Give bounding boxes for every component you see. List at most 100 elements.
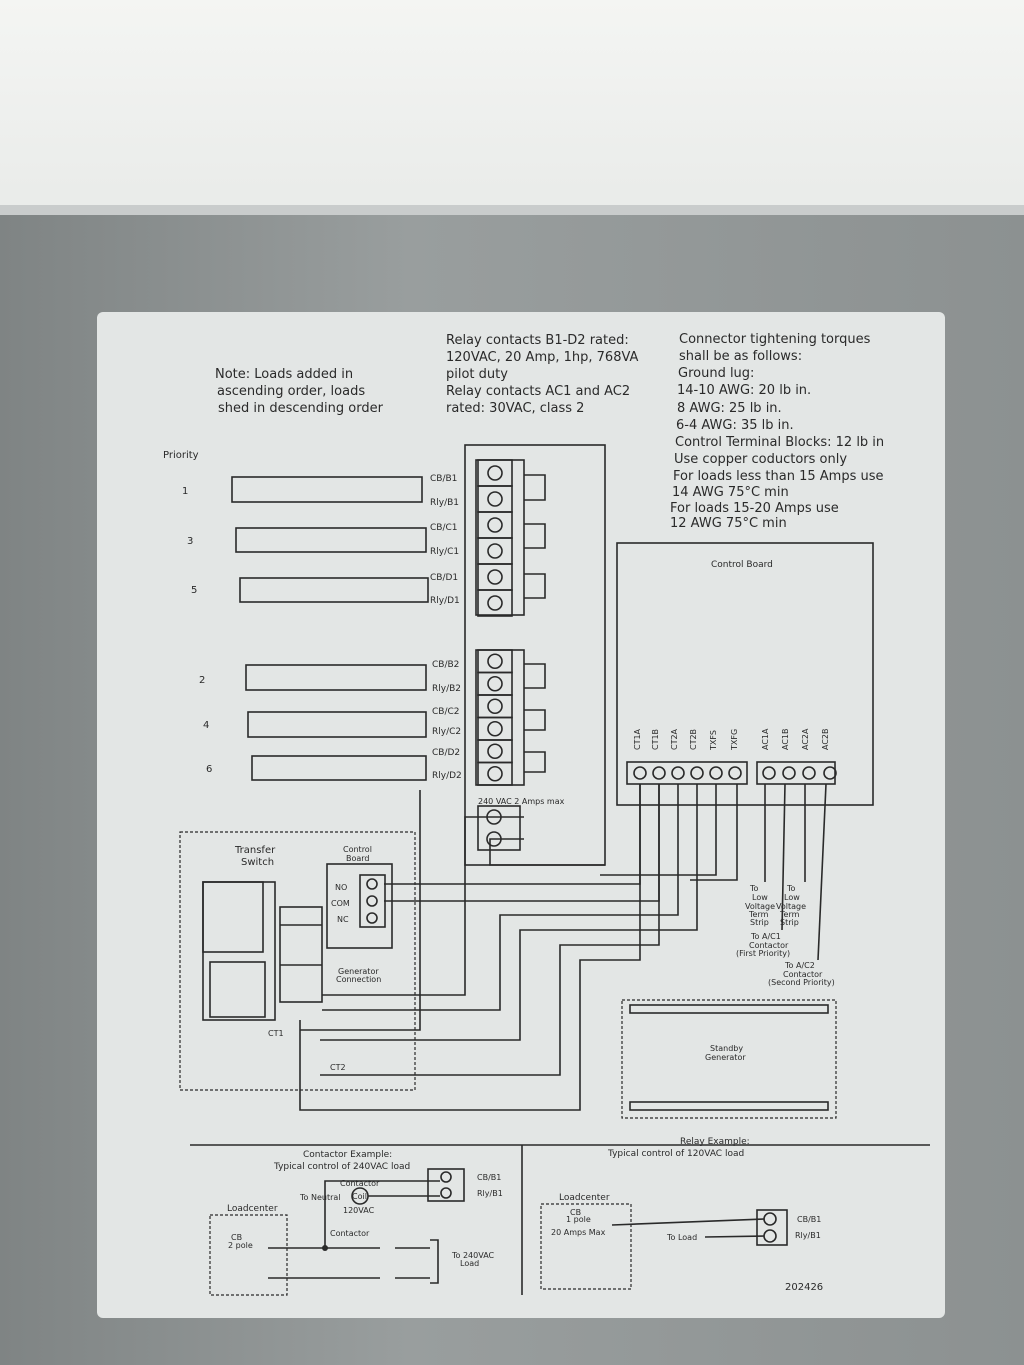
terminal-screw <box>487 569 503 585</box>
svg-text:Loadcenter: Loadcenter <box>559 1193 610 1203</box>
priority-number: 1 <box>182 486 188 497</box>
svg-text:Loadcenter: Loadcenter <box>227 1204 278 1214</box>
transfer-switch-title: Transfer <box>234 845 276 856</box>
svg-text:Rly/B1: Rly/B1 <box>795 1231 821 1240</box>
ac-terminal-strip <box>756 761 836 785</box>
torque-line: Connector tightening torques <box>679 332 871 347</box>
svg-text:1 pole: 1 pole <box>566 1215 591 1224</box>
terminal-screw <box>487 765 503 782</box>
torque-line: For loads less than 15 Amps use <box>673 469 884 484</box>
generator-label: Generator <box>705 1053 746 1062</box>
ct1-label: CT1 <box>268 1029 284 1038</box>
svg-text:To Load: To Load <box>666 1233 697 1242</box>
contact-nc: NC <box>337 915 349 924</box>
torque-line: 12 AWG 75°C min <box>670 516 787 531</box>
svg-text:Contactor: Contactor <box>330 1229 370 1238</box>
torque-line: shall be as follows: <box>679 349 802 364</box>
wires <box>299 474 827 1111</box>
terminal-labels: CB/B1 Rly/B1 CB/C1 Rly/C1 CB/D1 Rly/D1 C… <box>430 474 462 781</box>
terminal-screw <box>690 766 704 780</box>
svg-text:Voltage: Voltage <box>745 902 775 911</box>
terminal-label: CB/D1 <box>430 573 458 583</box>
terminal-label: Rly/C2 <box>432 727 461 737</box>
transfer-switch-title: Switch <box>241 857 274 868</box>
terminal <box>477 649 513 674</box>
transfer-switch <box>179 831 416 1091</box>
wiring-label <box>97 312 945 1318</box>
svg-text:Contactor Example:: Contactor Example: <box>303 1150 392 1160</box>
terminal-screw <box>633 766 647 780</box>
relay-example: Relay Example: Typical control of 120VAC… <box>540 1137 821 1290</box>
svg-text:CB/B1: CB/B1 <box>797 1215 821 1224</box>
priority-number: 3 <box>187 536 193 547</box>
terminal <box>477 739 513 764</box>
supply-label: 240 VAC 2 Amps max <box>478 797 565 806</box>
relay-rating-text: Relay contacts B1-D2 rated: 120VAC, 20 A… <box>446 333 639 416</box>
terminal-label: CT1B <box>651 729 660 750</box>
priority-number: 2 <box>199 675 205 686</box>
terminal-label: AC1A <box>761 728 770 750</box>
terminal-screw <box>487 675 503 692</box>
terminal-label: Rly/B1 <box>430 498 459 508</box>
svg-text:CB: CB <box>231 1233 242 1242</box>
control-board <box>616 542 874 806</box>
contactor-example: Contactor Example: Typical control of 24… <box>209 1150 503 1296</box>
svg-text:2 pole: 2 pole <box>228 1241 253 1250</box>
terminal <box>477 761 513 786</box>
terminal-screw <box>802 766 816 780</box>
generator-connection-label: Generator <box>338 967 379 976</box>
svg-text:Term: Term <box>779 910 800 919</box>
rating-line: rated: 30VAC, class 2 <box>446 401 584 416</box>
svg-text:Rly/B1: Rly/B1 <box>477 1189 503 1198</box>
torque-line: 8 AWG: 25 lb in. <box>677 401 782 416</box>
terminal-label: CB/B1 <box>430 474 457 484</box>
terminal-screw <box>487 698 503 715</box>
terminal-label: CB/B2 <box>432 660 459 670</box>
svg-text:Relay Example:: Relay Example: <box>680 1137 750 1147</box>
supply-terminal-block <box>477 805 521 851</box>
terminal <box>477 671 513 696</box>
priority-number: 5 <box>191 585 197 596</box>
terminal-label: Rly/C1 <box>430 547 459 557</box>
svg-text:Contactor: Contactor <box>340 1179 380 1188</box>
svg-text:Contactor: Contactor <box>783 970 823 979</box>
terminal-label: CT2A <box>670 728 679 750</box>
terminal-label: CT2B <box>689 729 698 750</box>
ts-control-board <box>326 863 393 949</box>
rating-line: 120VAC, 20 Amp, 1hp, 768VA <box>446 350 639 365</box>
torque-line: 6-4 AWG: 35 lb in. <box>676 418 794 433</box>
torque-line: 14-10 AWG: 20 lb in. <box>677 383 811 398</box>
priority-number: 4 <box>203 720 209 731</box>
terminal-label: AC2A <box>801 728 810 750</box>
ts-board-label: Board <box>346 854 370 863</box>
svg-text:To: To <box>786 884 796 893</box>
load-bar <box>231 476 423 503</box>
priority-heading: Priority <box>163 450 199 461</box>
svg-text:To Neutral: To Neutral <box>299 1193 341 1202</box>
breaker-block <box>279 906 323 1003</box>
terminal-screw <box>487 743 503 760</box>
terminal-label: CT1A <box>633 728 642 750</box>
svg-text:To 240VAC: To 240VAC <box>451 1251 495 1260</box>
terminal-screw <box>762 766 776 780</box>
note-line: shed in descending order <box>218 401 384 416</box>
terminal <box>477 589 513 617</box>
svg-text:Low: Low <box>784 893 800 902</box>
svg-text:Coil: Coil <box>352 1192 367 1201</box>
svg-text:(Second Priority): (Second Priority) <box>768 978 835 987</box>
terminal-screw <box>728 766 742 780</box>
part-number: 202426 <box>785 1282 823 1293</box>
svg-text:Low: Low <box>752 893 768 902</box>
generator-connection-label: Connection <box>336 975 381 984</box>
terminal-label: AC1B <box>781 729 790 751</box>
svg-text:120VAC: 120VAC <box>343 1206 375 1215</box>
note-line: Note: Loads added in <box>215 367 353 382</box>
rating-line: Relay contacts B1-D2 rated: <box>446 333 629 348</box>
terminal <box>477 511 513 539</box>
torque-line: 14 AWG 75°C min <box>672 485 789 500</box>
terminal-screw <box>671 766 685 780</box>
terminal-label: CB/C1 <box>430 523 458 533</box>
svg-text:To A/C1: To A/C1 <box>750 932 781 941</box>
